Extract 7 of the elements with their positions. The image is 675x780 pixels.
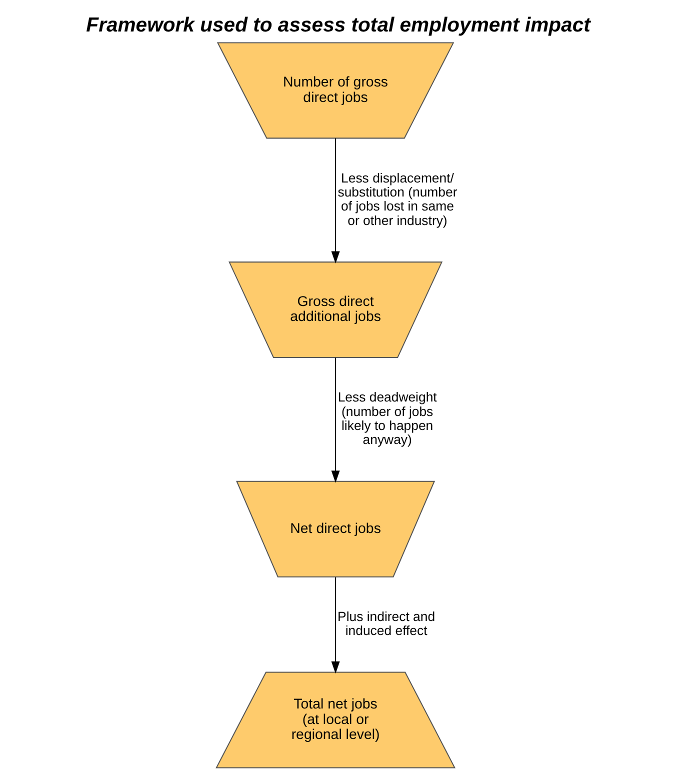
diagram-title: Framework used to assess total employment impact xyxy=(86,14,590,37)
edge-label: Less displacement/ substitution (number of jobs lost in same or other industry) xyxy=(337,170,457,228)
arrow xyxy=(330,358,340,483)
edge-label: Plus indirect and induced effect xyxy=(337,608,435,638)
arrow xyxy=(330,577,340,674)
edge-label: Less deadweight (number of jobs likely to happen anyway) xyxy=(337,390,436,448)
arrow xyxy=(330,138,340,264)
